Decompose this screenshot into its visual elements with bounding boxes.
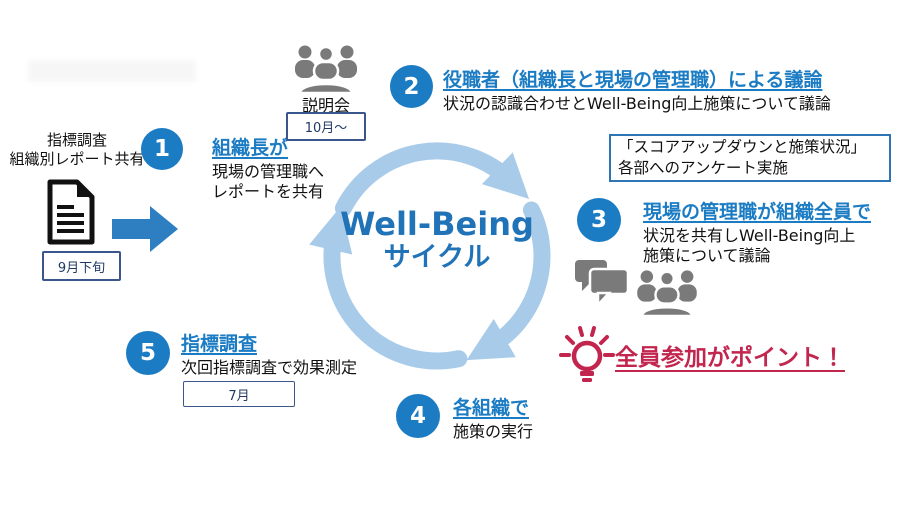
speech-bubbles-icon bbox=[575, 260, 630, 309]
cycle-arrows-icon bbox=[309, 142, 551, 370]
survey-report-label-line2: 組織別レポート共有 bbox=[9, 150, 145, 168]
step-5-badge: 5 bbox=[126, 331, 170, 375]
date-badge-october-label: 10月～ bbox=[304, 121, 348, 136]
step-3-heading: 現場の管理職が組織全員で bbox=[643, 201, 872, 223]
step-2-line-1: 状況の認識合わせとWell-Being向上施策について議論 bbox=[443, 94, 831, 113]
document-icon bbox=[47, 179, 95, 245]
survey-note-line-1: 「スコアアップダウンと施策状況」 bbox=[618, 138, 867, 156]
step-4-number: 4 bbox=[409, 403, 426, 429]
step-5-number: 5 bbox=[139, 340, 156, 366]
step-1-number: 1 bbox=[153, 136, 170, 162]
lightbulb-icon bbox=[559, 326, 615, 382]
highlight-text: 全員参加がポイント！ bbox=[615, 345, 845, 371]
faint-watermark bbox=[28, 60, 196, 82]
cycle-title: Well-Being サイクル bbox=[303, 206, 571, 274]
date-badge-october: 10月～ bbox=[286, 112, 366, 141]
step-3-line-1: 状況を共有しWell-Being向上 bbox=[643, 226, 856, 245]
date-badge-september-label: 9月下旬 bbox=[57, 260, 106, 276]
step-4-line-1: 施策の実行 bbox=[453, 422, 534, 441]
seminar-label: 説明会 bbox=[301, 96, 350, 115]
date-badge-july: 7月 bbox=[183, 381, 295, 407]
survey-note-box: 「スコアアップダウンと施策状況」 各部へのアンケート実施 bbox=[609, 134, 891, 182]
seminar-audience-icon bbox=[295, 45, 357, 93]
survey-report-label-line1: 指標調査 bbox=[46, 131, 107, 149]
cycle-title-line1: Well-Being bbox=[340, 205, 534, 243]
right-block-arrow-icon bbox=[112, 206, 178, 252]
date-badge-july-label: 7月 bbox=[228, 388, 250, 404]
cycle-title-line2: サイクル bbox=[383, 242, 491, 273]
step-5-heading: 指標調査 bbox=[181, 333, 258, 355]
step-5-text: 指標調査 次回指標調査で効果測定 bbox=[181, 333, 357, 378]
step-1-text: 組織長が 現場の管理職へ レポートを共有 bbox=[212, 137, 324, 202]
step-4-heading: 各組織で bbox=[453, 397, 530, 419]
step-4-badge: 4 bbox=[396, 394, 440, 438]
step-3-line-2: 施策について議論 bbox=[643, 246, 771, 265]
step-5-line-1: 次回指標調査で効果測定 bbox=[181, 358, 358, 377]
date-badge-september: 9月下旬 bbox=[42, 251, 121, 281]
step-1-line-1: 現場の管理職へ bbox=[212, 162, 325, 181]
step-1-heading: 組織長が bbox=[212, 137, 289, 159]
step-2-text: 役職者（組織長と現場の管理職）による議論 状況の認識合わせとWell-Being… bbox=[443, 69, 831, 114]
survey-report-label: 指標調査 組織別レポート共有 bbox=[8, 131, 146, 169]
step-2-heading: 役職者（組織長と現場の管理職）による議論 bbox=[443, 69, 823, 91]
step-2-badge: 2 bbox=[390, 65, 433, 108]
step-3-badge: 3 bbox=[577, 198, 621, 242]
step-3-text: 現場の管理職が組織全員で 状況を共有しWell-Being向上 施策について議論 bbox=[643, 201, 871, 266]
step-1-badge: 1 bbox=[141, 128, 183, 170]
step-3-number: 3 bbox=[590, 207, 607, 233]
step-2-number: 2 bbox=[403, 73, 420, 100]
step-1-line-2: レポートを共有 bbox=[212, 182, 325, 201]
meeting-people-icon bbox=[637, 270, 697, 316]
survey-note-line-2: 各部へのアンケート実施 bbox=[618, 159, 788, 177]
step-4-text: 各組織で 施策の実行 bbox=[453, 397, 533, 442]
